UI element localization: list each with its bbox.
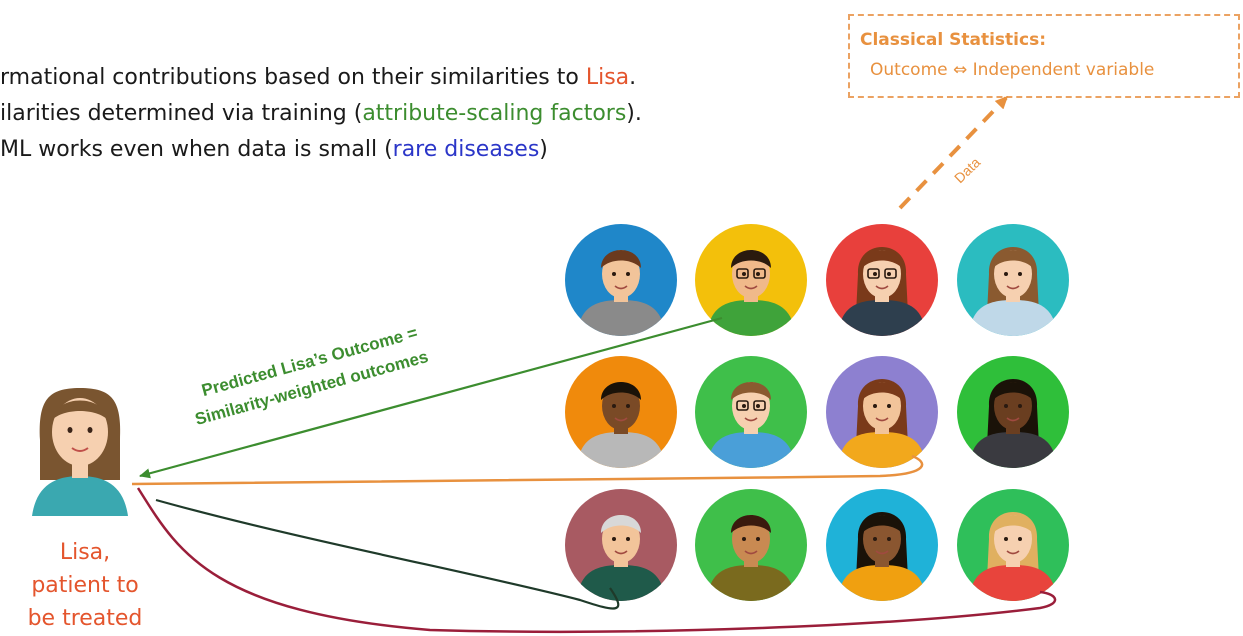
dark-red-link-line xyxy=(136,487,1057,633)
classical-statistics-relation: Outcome ⇔ Independent variable xyxy=(870,60,1155,80)
bullet-3-end: ) xyxy=(539,137,548,162)
explanation-bullets: rmational contributions based on their s… xyxy=(0,60,642,168)
patient-avatar xyxy=(565,356,677,468)
patient-avatar xyxy=(826,356,938,468)
green-link-line xyxy=(139,316,723,479)
patient-avatar xyxy=(695,356,807,468)
dark-green-link-line xyxy=(155,498,620,610)
patient-avatar xyxy=(826,224,938,336)
bullet-2: ilarities determined via training (attri… xyxy=(0,96,642,132)
lisa-caption-line3: be treated xyxy=(27,606,143,631)
patient-avatar xyxy=(565,489,677,601)
patient-avatar xyxy=(695,489,807,601)
patient-avatar xyxy=(565,224,677,336)
bullet-3: ML works even when data is small (rare d… xyxy=(0,132,642,168)
classical-statistics-title: Classical Statistics: xyxy=(860,30,1046,50)
patient-avatar xyxy=(957,224,1069,336)
bullet-3-text: ML works even when data is small ( xyxy=(0,137,393,162)
bullet-2-text: ilarities determined via training ( xyxy=(0,101,363,126)
lisa-caption-line2: patient to xyxy=(31,573,139,598)
lisa-caption: Lisa, patient to be treated xyxy=(18,536,152,635)
data-arrow-label: Data xyxy=(951,154,984,186)
patient-grid xyxy=(565,224,1069,601)
patient-avatar xyxy=(695,224,807,336)
bullet-1-highlight: Lisa xyxy=(585,65,630,90)
patient-avatar xyxy=(957,356,1069,468)
bullet-1-end: . xyxy=(629,65,637,90)
bullet-1-text: rmational contributions based on their s… xyxy=(0,65,586,90)
bullet-2-highlight: attribute-scaling factors xyxy=(362,101,627,126)
prediction-label: Predicted Lisa’s Outcome = Similarity-we… xyxy=(193,323,430,429)
patient-avatar xyxy=(826,489,938,601)
data-arrow xyxy=(898,95,1009,210)
lisa-avatar xyxy=(32,388,128,516)
bullet-1: rmational contributions based on their s… xyxy=(0,60,642,96)
lisa-caption-line1: Lisa, xyxy=(59,540,111,565)
orange-link-line xyxy=(131,454,924,486)
patient-avatar xyxy=(957,489,1069,601)
classical-statistics-box: Classical Statistics: Outcome ⇔ Independ… xyxy=(848,14,1240,98)
bullet-3-highlight: rare diseases xyxy=(392,137,540,162)
bullet-2-end: ). xyxy=(626,101,642,126)
